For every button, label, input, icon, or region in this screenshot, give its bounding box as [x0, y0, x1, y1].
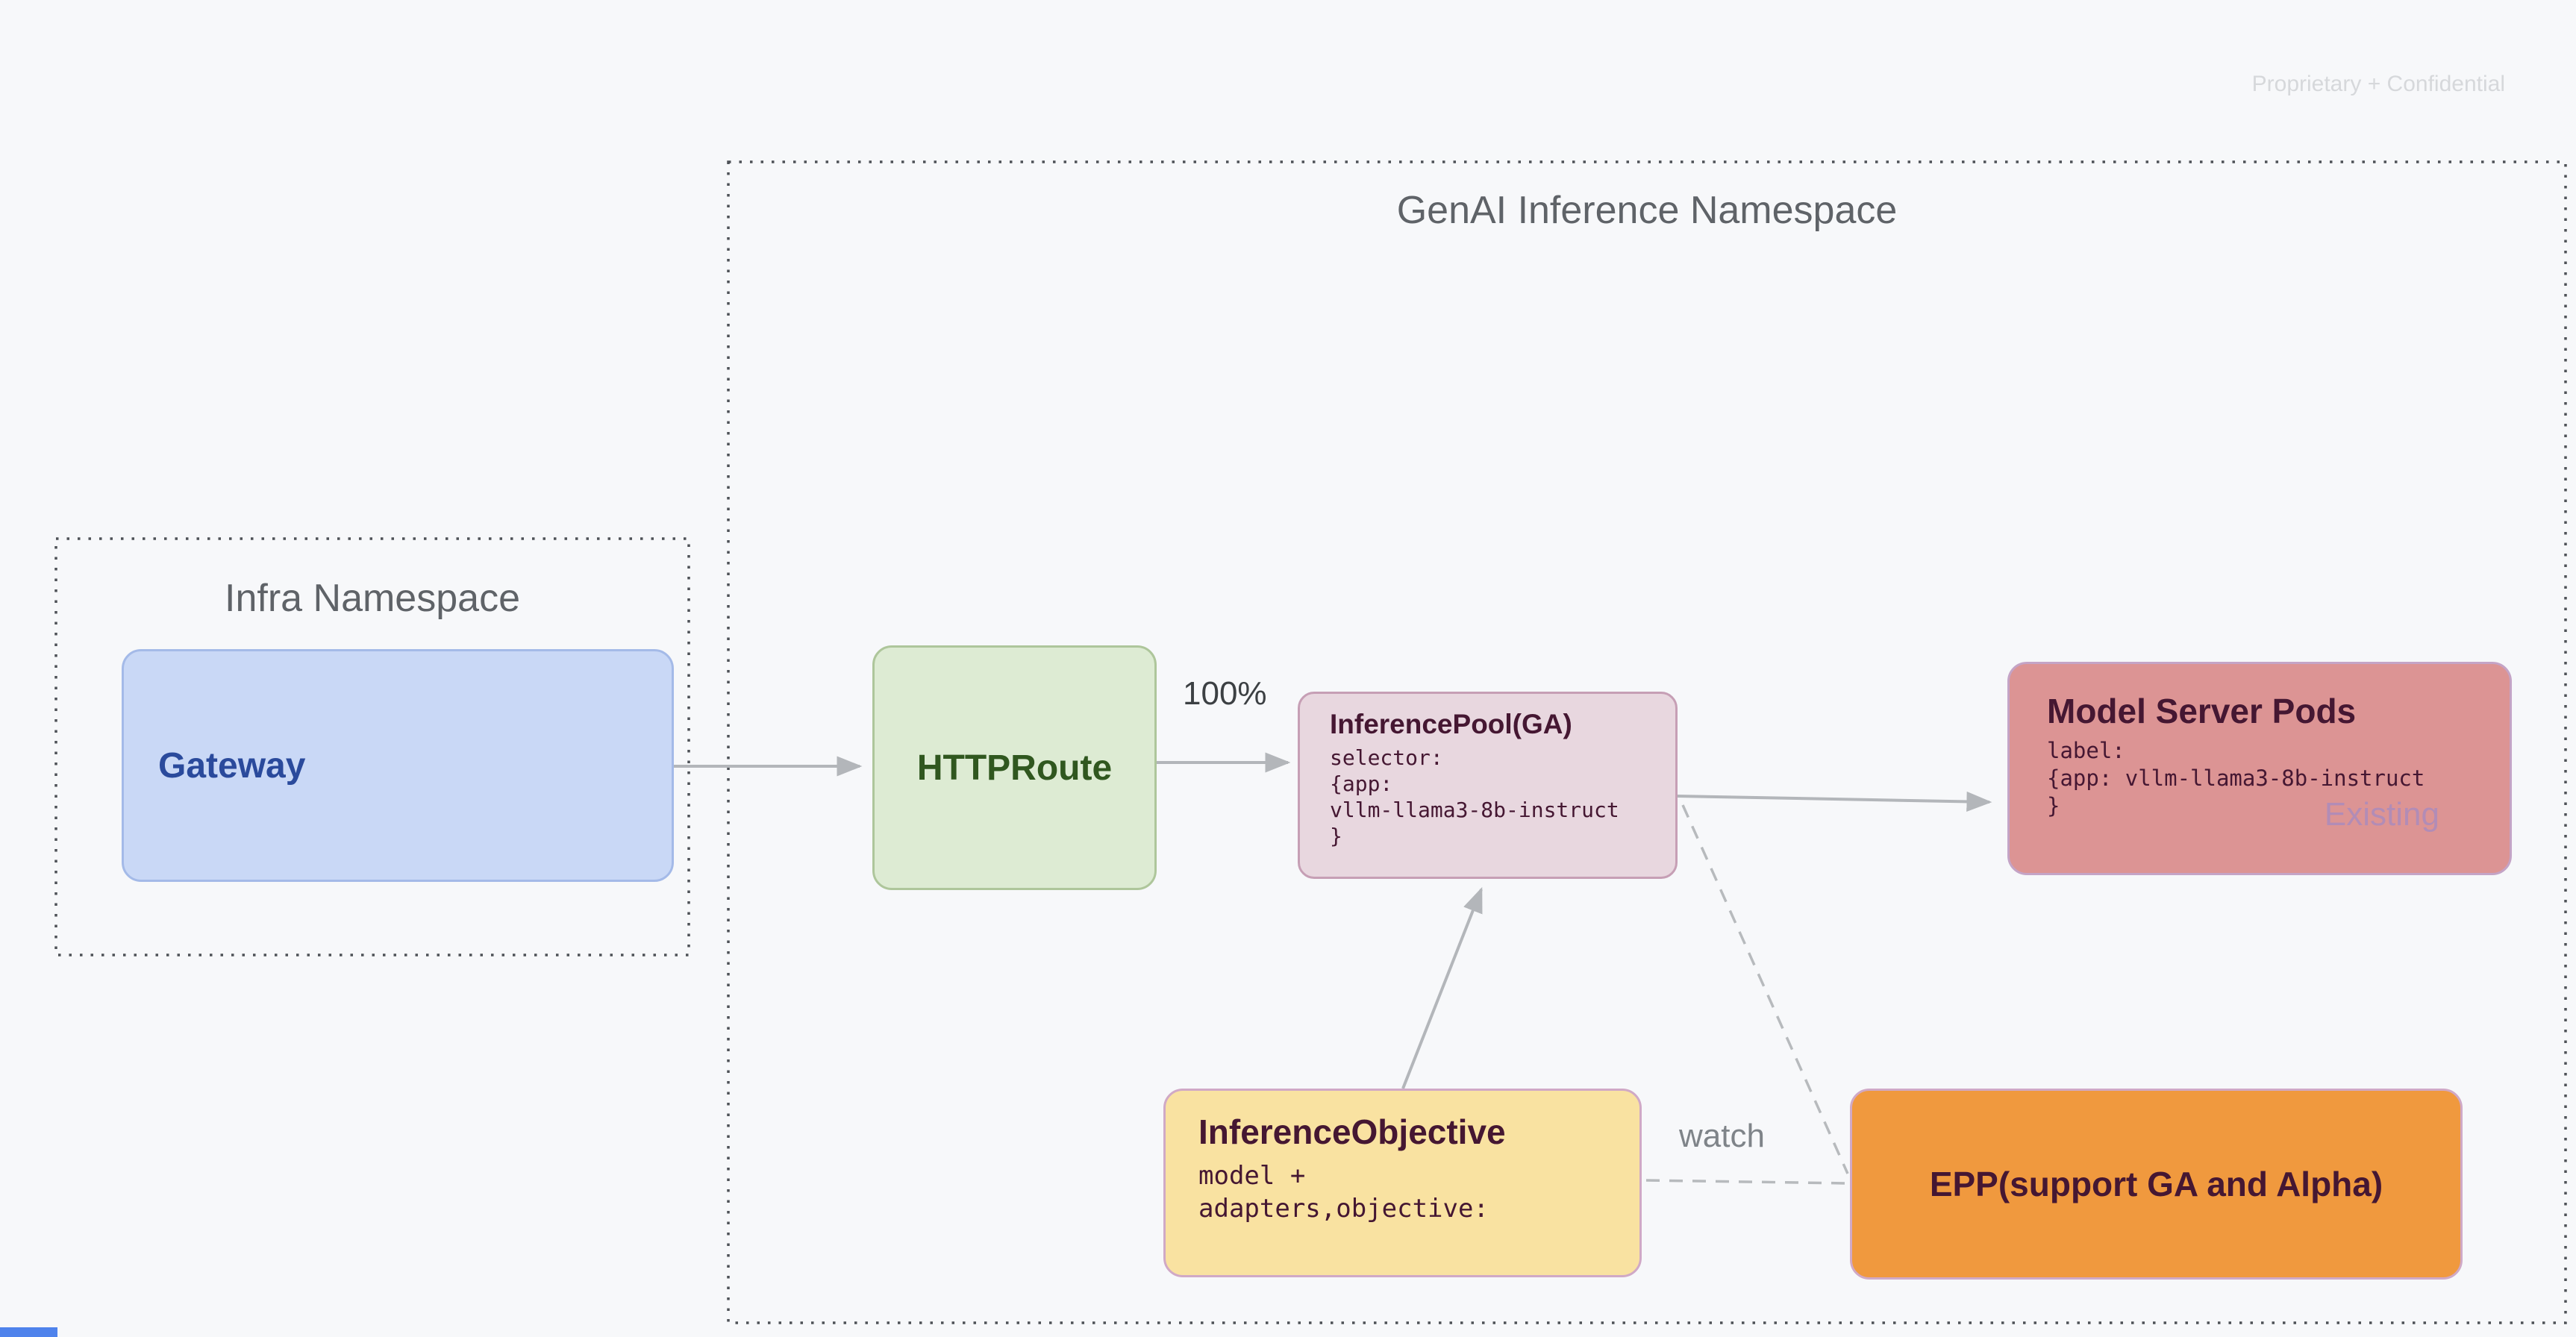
traffic-split-label: 100% — [1183, 675, 1267, 712]
gateway-label: Gateway — [158, 745, 306, 786]
epp-node: EPP(support GA and Alpha) — [1850, 1089, 2463, 1280]
edge-objective-to-epp-dashed — [1645, 1179, 1848, 1185]
model-server-pods-node: Model Server Pods label: {app: vllm-llam… — [2007, 662, 2512, 875]
httproute-node: HTTPRoute — [872, 645, 1157, 890]
slide-edge-accent — [0, 1327, 57, 1337]
edge-inferencepool-to-epp-dashed — [1681, 804, 1849, 1174]
httproute-label: HTTPRoute — [916, 748, 1113, 788]
confidential-watermark: Proprietary + Confidential — [2251, 72, 2505, 96]
model-server-pods-title: Model Server Pods — [2047, 692, 2357, 730]
watch-label: watch — [1679, 1118, 1765, 1154]
inference-pool-selector-line: selector: — [1330, 745, 1443, 770]
infra-namespace-title: Infra Namespace — [225, 577, 520, 620]
inference-pool-selector-line: {app: — [1330, 771, 1393, 796]
infra-namespace-outline — [54, 537, 690, 956]
inference-pool-node: InferencePool(GA) selector: {app: vllm-l… — [1298, 692, 1678, 879]
inference-pool-selector-line: vllm-llama3-8b-instruct — [1330, 798, 1619, 822]
genai-namespace-outline — [727, 160, 2567, 1324]
model-server-pods-label-line: {app: vllm-llama3-8b-instruct — [2047, 765, 2425, 791]
existing-badge: Existing — [2324, 796, 2439, 833]
edge-objective-to-inferencepool — [1401, 886, 1483, 1089]
model-server-pods-label-line: } — [2047, 793, 2060, 818]
inference-pool-title: InferencePool(GA) — [1330, 709, 1572, 739]
inference-objective-body-line: model + — [1198, 1161, 1306, 1191]
epp-label: EPP(support GA and Alpha) — [1929, 1165, 2383, 1203]
inference-objective-node: InferenceObjective model + adapters,obje… — [1163, 1089, 1642, 1277]
gateway-node: Gateway — [122, 649, 674, 882]
inference-objective-title: InferenceObjective — [1198, 1112, 1506, 1151]
genai-namespace-title: GenAI Inference Namespace — [1396, 189, 1898, 232]
inference-objective-body-line: adapters,objective: — [1198, 1194, 1489, 1224]
model-server-pods-label-line: label: — [2047, 738, 2125, 763]
inference-pool-selector-line: } — [1330, 824, 1342, 848]
edge-inferencepool-to-pods — [1677, 791, 1992, 812]
